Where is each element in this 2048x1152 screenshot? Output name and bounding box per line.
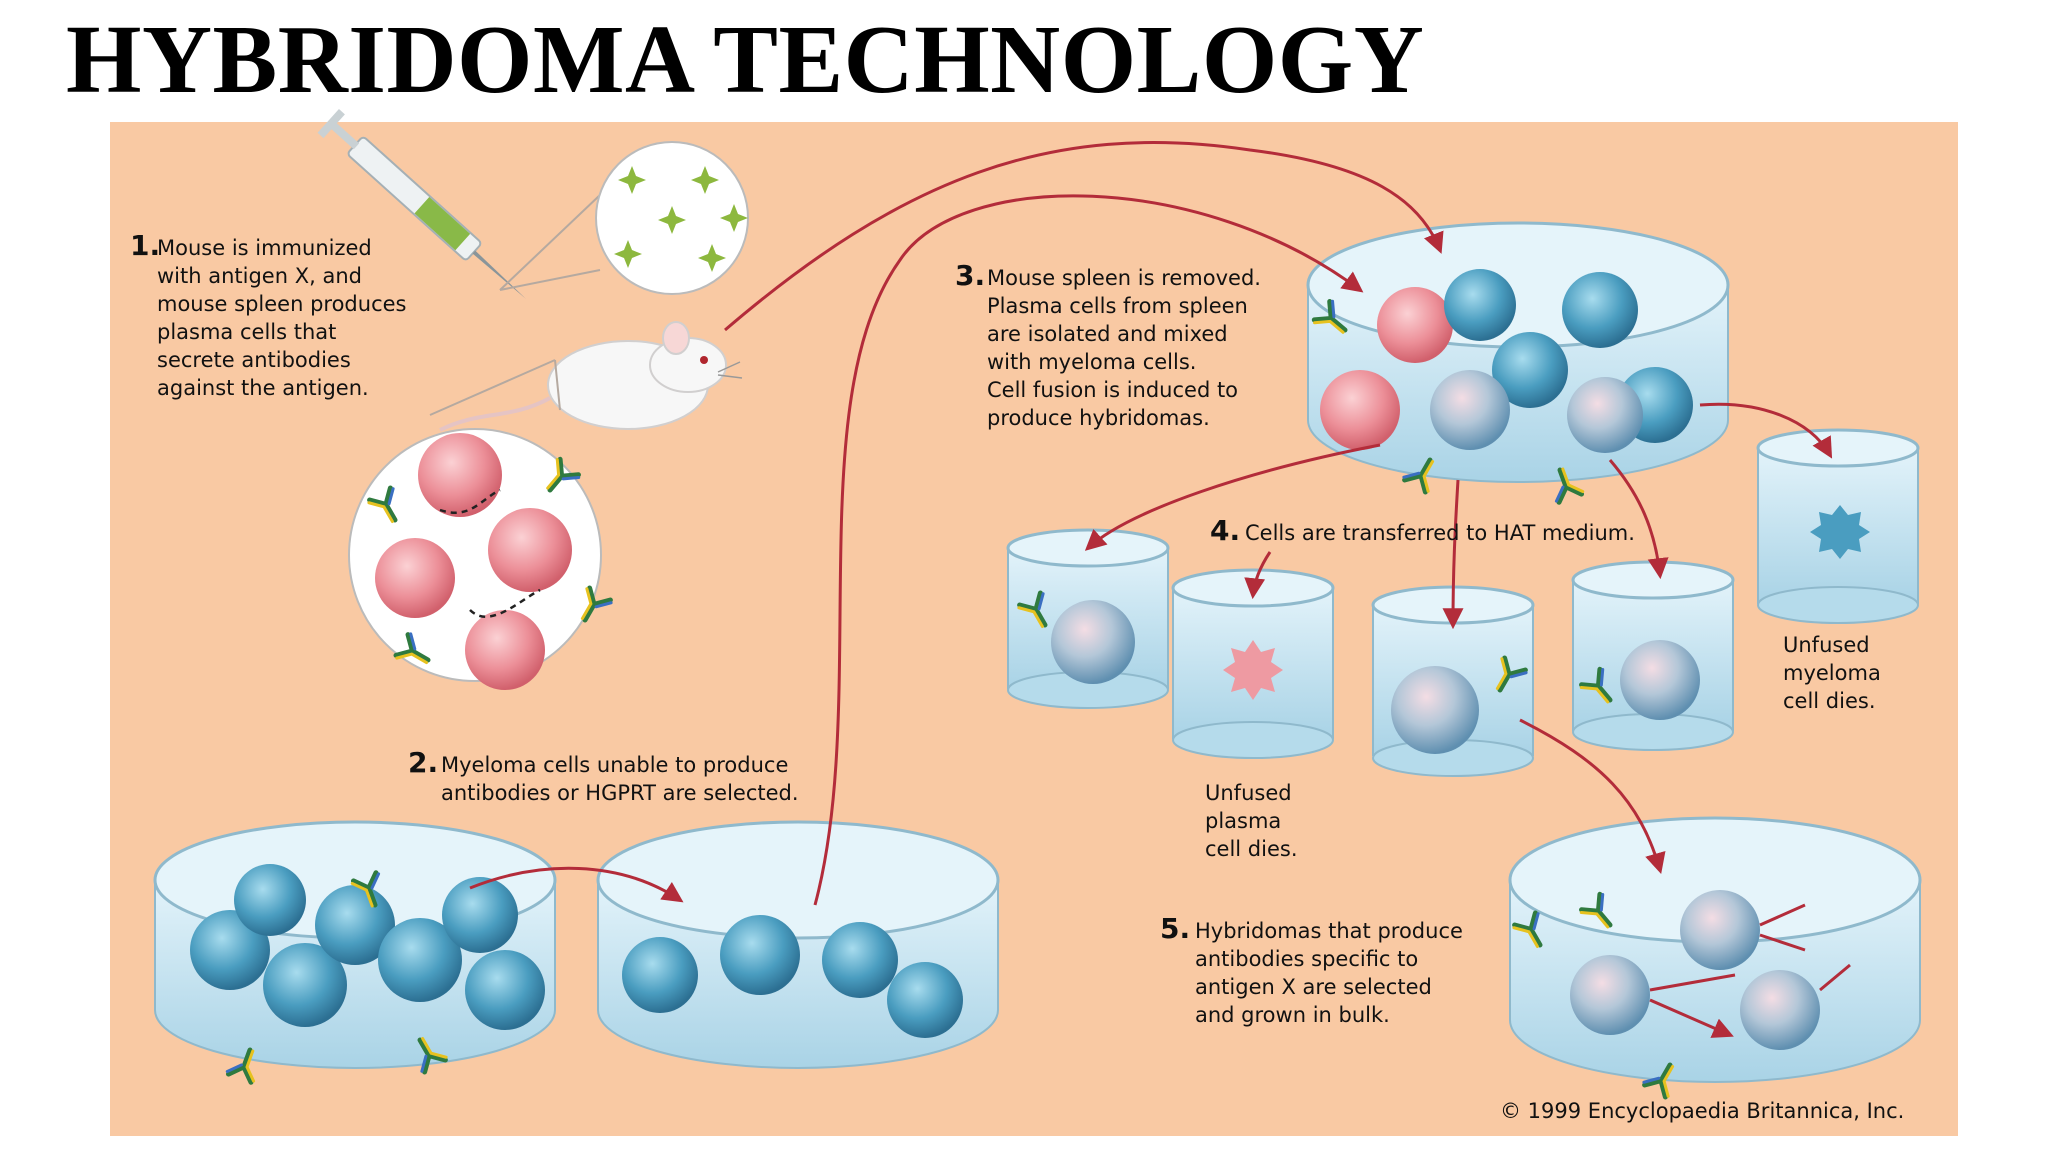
tube-hybridoma-1	[1006, 528, 1170, 709]
step-3-line: produce hybridomas.	[987, 406, 1210, 430]
plasma-dies-line: Unfused	[1205, 781, 1292, 805]
step-1-line: Mouse is immunized	[157, 236, 372, 260]
myeloma-dish-selected	[596, 820, 1000, 1069]
plasma-cells-magnified-circle	[348, 359, 612, 690]
arrow-to-bulk	[1519, 718, 1666, 875]
step-2-text: 2. Myeloma cells unable to produce antib…	[408, 746, 799, 805]
myeloma-dies-line: Unfused	[1783, 633, 1870, 657]
arrow-to-tube-5	[1699, 402, 1833, 459]
step-1-line: plasma cells that	[157, 320, 336, 344]
step-2-line: Myeloma cells unable to produce	[441, 753, 788, 777]
step-5-text: 5. Hybridomas that produce antibodies sp…	[1160, 912, 1463, 1027]
antigen-magnified-circle	[499, 141, 749, 295]
step-3-line: Plasma cells from spleen	[987, 294, 1248, 318]
tube-myeloma-dies	[1756, 428, 1920, 624]
arrow-to-tube-3	[1442, 479, 1464, 630]
step-3-line: are isolated and mixed	[987, 322, 1228, 346]
myeloma-dish-large	[153, 820, 557, 1083]
plasma-dies-note: Unfused plasma cell dies.	[1205, 781, 1298, 861]
bulk-growth-dish	[1508, 816, 1922, 1098]
mouse-icon	[439, 321, 743, 432]
step-3-number: 3.	[955, 259, 985, 292]
step-5-line: and grown in bulk.	[1195, 1003, 1390, 1027]
arrow-to-tube-1	[1084, 443, 1381, 551]
step-1-line: with antigen X, and	[157, 264, 362, 288]
myeloma-dies-note: Unfused myeloma cell dies.	[1783, 633, 1881, 713]
arrow-myeloma-to-fusion	[813, 194, 1364, 906]
step-1-number: 1.	[130, 229, 160, 262]
step-5-line: Hybridomas that produce	[1195, 919, 1463, 943]
copyright-text: © 1999 Encyclopaedia Britannica, Inc.	[1500, 1099, 1904, 1123]
fusion-dish	[1306, 221, 1730, 503]
step-4-line: Cells are transferred to HAT medium.	[1245, 521, 1635, 545]
step-5-number: 5.	[1160, 912, 1190, 945]
flow-arrows	[469, 141, 1833, 906]
step-4-text: 4. Cells are transferred to HAT medium.	[1210, 514, 1635, 547]
step-1-line: mouse spleen produces	[157, 292, 406, 316]
step-1-line: against the antigen.	[157, 376, 369, 400]
tube-plasma-dies	[1171, 568, 1335, 759]
myeloma-dies-line: cell dies.	[1783, 689, 1876, 713]
page-title: HYBRIDOMA TECHNOLOGY	[66, 6, 1425, 113]
step-2-line: antibodies or HGPRT are selected.	[441, 781, 799, 805]
arrow-mouse-to-fusion	[724, 141, 1444, 332]
step-5-line: antibodies specific to	[1195, 947, 1418, 971]
step-5-line: antigen X are selected	[1195, 975, 1432, 999]
arrow-to-tube-2	[1244, 551, 1272, 600]
step-1-text: 1. Mouse is immunized with antigen X, an…	[130, 229, 406, 400]
step-3-line: with myeloma cells.	[987, 350, 1196, 374]
step-3-line: Cell fusion is induced to	[987, 378, 1238, 402]
plasma-dies-line: cell dies.	[1205, 837, 1298, 861]
arrow-dish-to-dish	[469, 866, 684, 903]
tube-hybridoma-3	[1571, 560, 1735, 751]
step-3-text: 3. Mouse spleen is removed. Plasma cells…	[955, 259, 1261, 430]
step-2-number: 2.	[408, 746, 438, 779]
myeloma-dies-line: myeloma	[1783, 661, 1881, 685]
step-3-line: Mouse spleen is removed.	[987, 266, 1261, 290]
plasma-dies-line: plasma	[1205, 809, 1281, 833]
step-1-line: secrete antibodies	[157, 348, 351, 372]
step-4-number: 4.	[1210, 514, 1240, 547]
arrow-to-tube-4	[1608, 459, 1669, 580]
